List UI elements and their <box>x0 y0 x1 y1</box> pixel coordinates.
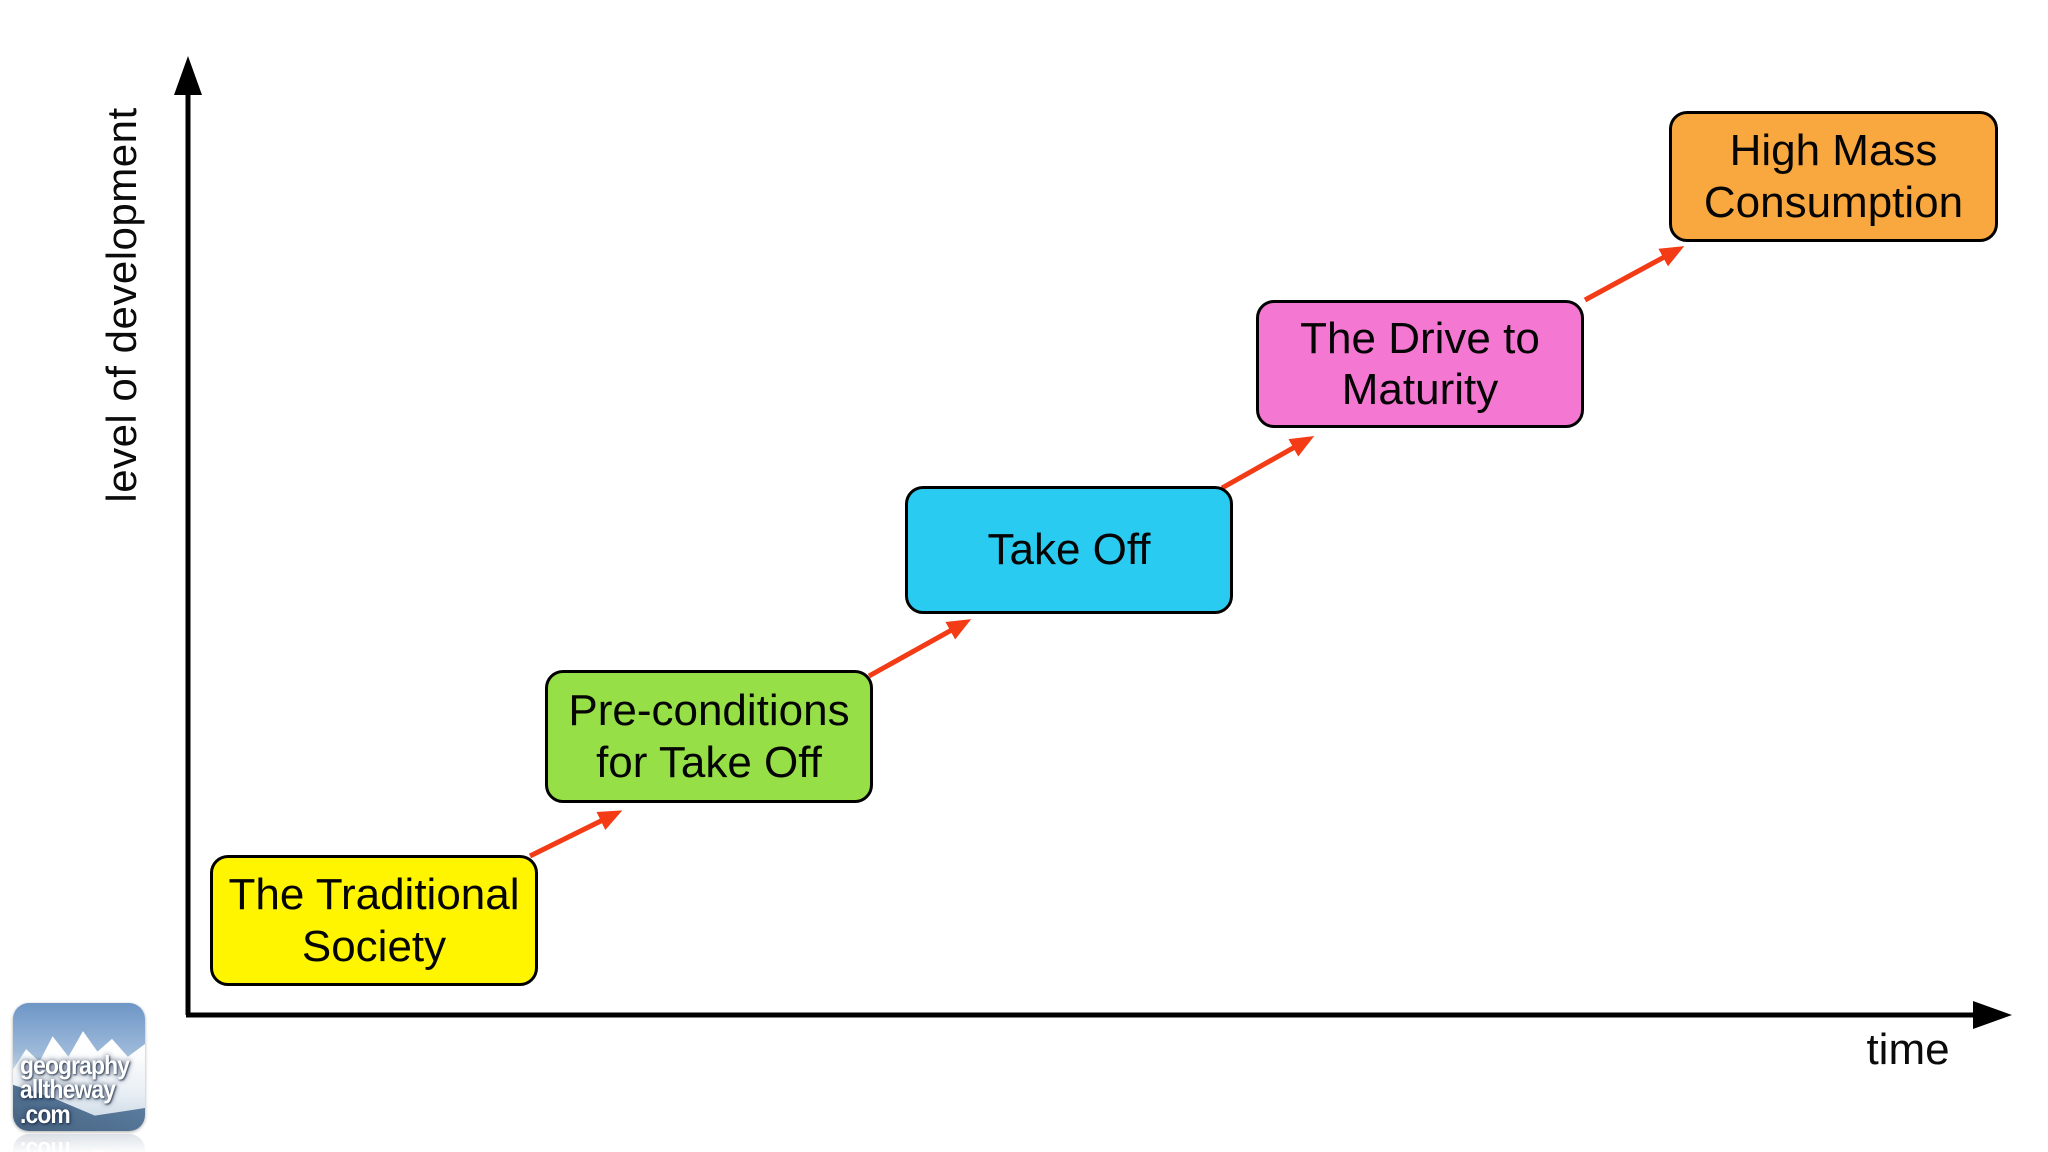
stage-label-high-mass-consumption: High Mass Consumption <box>1703 126 1964 227</box>
stage-arrow-2 <box>867 619 972 679</box>
x-axis-arrowhead-icon <box>1973 1001 2012 1029</box>
stage-label-take-off: Take Off <box>987 525 1151 575</box>
x-axis-label: time <box>1866 1025 1950 1074</box>
stage-box-take-off: Take Off <box>905 486 1233 614</box>
stage-box-drive-to-maturity: The Drive to Maturity <box>1256 300 1584 428</box>
logo-line-2: alltheway <box>20 1074 116 1105</box>
stage-arrow-4 <box>1583 246 1685 303</box>
logo-reflection: geography alltheway .com <box>13 1134 145 1152</box>
stage-label-drive-to-maturity: The Drive to Maturity <box>1300 313 1540 414</box>
stage-arrow-3 <box>1220 436 1315 491</box>
logo-geographyalltheway: geography alltheway .com <box>13 1003 145 1131</box>
stage-label-traditional-society: The Traditional Society <box>228 870 520 971</box>
logo-wordmark: geography alltheway .com <box>20 1049 130 1129</box>
y-axis-label: level of development <box>98 107 145 503</box>
stage-arrow-1 <box>528 810 623 859</box>
stage-box-preconditions-for-take-off: Pre-conditions for Take Off <box>545 670 873 803</box>
logo-line-1: geography <box>20 1049 130 1080</box>
stage-label-preconditions-for-take-off: Pre-conditions for Take Off <box>568 686 850 787</box>
y-axis-arrowhead-icon <box>174 56 202 95</box>
logo-mountain-art <box>13 1003 145 1131</box>
stage-box-high-mass-consumption: High Mass Consumption <box>1669 111 1998 242</box>
stage-box-traditional-society: The Traditional Society <box>210 855 538 986</box>
logo-line-3: .com <box>20 1098 71 1129</box>
